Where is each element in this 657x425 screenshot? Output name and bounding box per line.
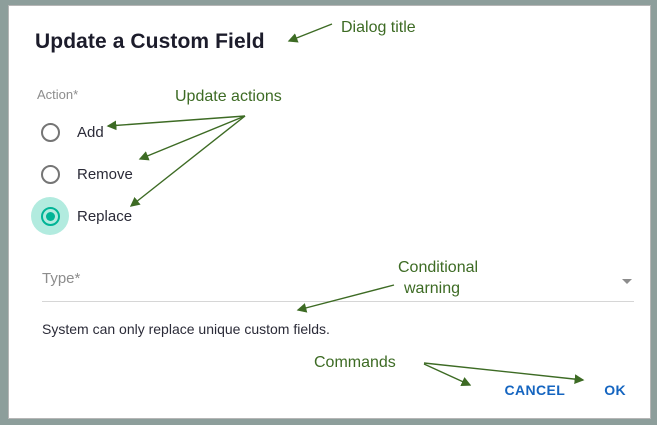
radio-option-add[interactable]: Add: [31, 111, 133, 153]
cancel-button[interactable]: CANCEL: [504, 382, 566, 398]
radio-option-replace[interactable]: Replace: [31, 195, 133, 237]
radio-outer-ring: [40, 122, 60, 142]
dialog-actions: CANCEL OK: [504, 382, 626, 398]
radio-replace-label: Replace: [77, 207, 133, 225]
radio-add-icon[interactable]: [31, 113, 69, 151]
chevron-down-icon[interactable]: [622, 279, 632, 284]
radio-remove-label: Remove: [77, 165, 133, 183]
radio-add-label: Add: [77, 123, 104, 141]
update-custom-field-dialog: Update a Custom Field Action* Add Remove: [8, 5, 651, 419]
radio-outer-ring: [40, 206, 60, 226]
radio-replace-icon[interactable]: [31, 197, 69, 235]
action-radio-group: Add Remove Replace: [31, 111, 133, 237]
radio-option-remove[interactable]: Remove: [31, 153, 133, 195]
conditional-warning-text: System can only replace unique custom fi…: [42, 321, 330, 337]
radio-remove-icon[interactable]: [31, 155, 69, 193]
type-field-label: Type*: [42, 270, 81, 287]
ok-button[interactable]: OK: [604, 382, 626, 398]
action-group-label: Action*: [37, 87, 79, 102]
radio-outer-ring: [40, 164, 60, 184]
type-select-field[interactable]: Type*: [42, 268, 634, 302]
radio-inner-dot: [45, 211, 55, 221]
page-title: Update a Custom Field: [35, 30, 265, 53]
